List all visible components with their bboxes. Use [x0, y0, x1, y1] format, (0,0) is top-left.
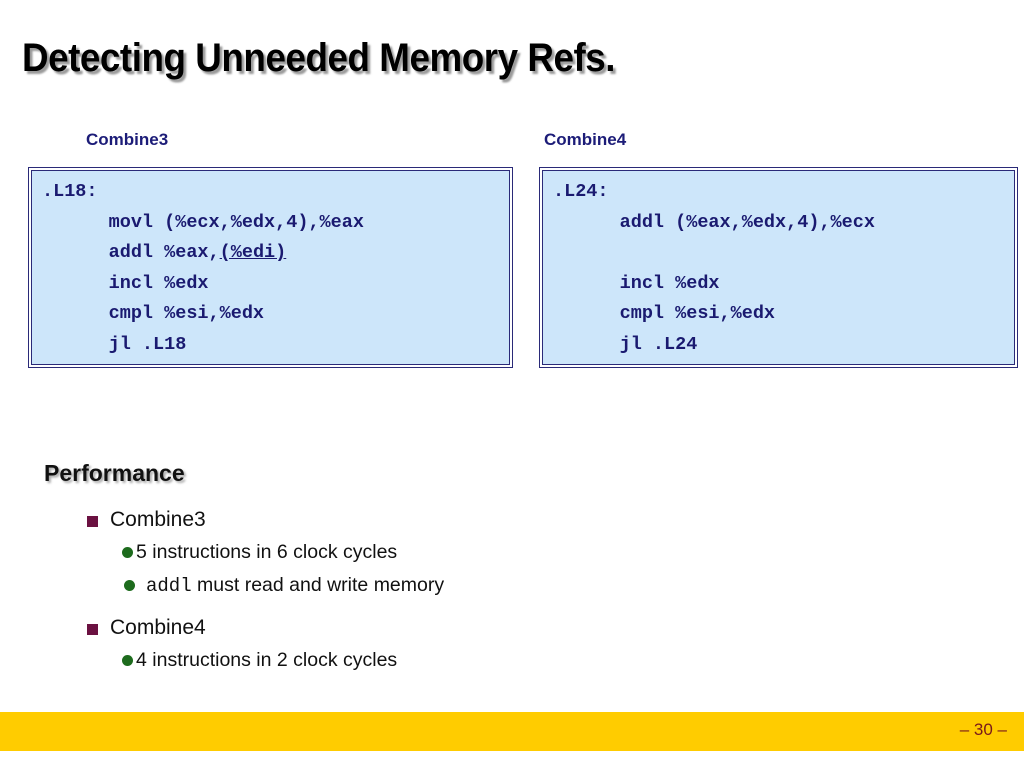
code-segment-head: .L18: movl (%ecx,%edx,4),%eax addl %eax,	[42, 181, 364, 263]
list-item-combine4-cycles: 4 instructions in 2 clock cycles	[0, 645, 700, 675]
round-bullet-icon	[122, 547, 133, 558]
code-listing-combine3: .L18: movl (%ecx,%edx,4),%eax addl %eax,…	[32, 171, 509, 360]
code-segment-tail: incl %edx cmpl %esi,%edx jl .L18	[108, 272, 265, 355]
page-title: Detecting Unneeded Memory Refs.	[22, 36, 616, 80]
list-item-label: must read and write memory	[191, 574, 445, 596]
list-item-combine3-cycles: 5 instructions in 6 clock cycles	[0, 537, 700, 567]
code-box-combine4: .L24: addl (%eax,%edx,4),%ecx incl %edx …	[539, 167, 1018, 368]
square-bullet-icon	[87, 624, 98, 635]
code-label-combine4: Combine4	[544, 130, 627, 149]
performance-heading: Performance	[44, 460, 185, 486]
code-segment-head: .L24: addl (%eax,%edx,4),%ecx incl %edx …	[553, 181, 875, 355]
page-number: – 30 –	[959, 720, 1007, 739]
code-segment-underlined: (%edi)	[219, 242, 287, 263]
list-item-label: Combine4	[110, 616, 206, 639]
list-item-combine4: Combine4	[0, 613, 700, 643]
list-item-mono-token: addl	[146, 575, 192, 597]
code-listing-combine4: .L24: addl (%eax,%edx,4),%ecx incl %edx …	[543, 171, 1014, 360]
list-item-label: 5 instructions in 6 clock cycles	[136, 541, 398, 563]
code-box-combine3: .L18: movl (%ecx,%edx,4),%eax addl %eax,…	[28, 167, 513, 368]
footer-bar	[0, 712, 1024, 751]
list-item-label: Combine3	[110, 508, 206, 531]
square-bullet-icon	[87, 516, 98, 527]
list-item-combine3-addl: addl must read and write memory	[0, 570, 700, 601]
list-item-combine3: Combine3	[0, 505, 700, 535]
round-bullet-icon	[122, 655, 133, 666]
performance-bullet-list: Combine3 5 instructions in 6 clock cycle…	[0, 505, 700, 678]
list-item-label: 4 instructions in 2 clock cycles	[136, 649, 398, 671]
round-bullet-icon	[124, 580, 135, 591]
code-label-combine3: Combine3	[86, 130, 169, 149]
